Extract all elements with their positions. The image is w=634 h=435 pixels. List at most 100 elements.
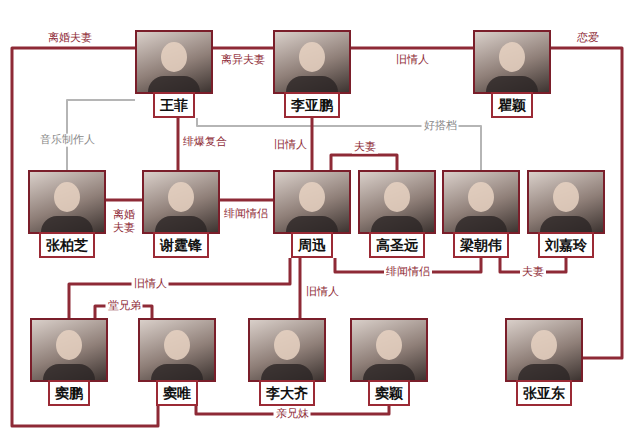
relation-label: 旧情人 [394,54,431,67]
portrait-head [468,182,494,212]
person-card: 梁朝伟 [442,170,520,258]
person-card: 窦鹏 [30,318,108,406]
relation-label: 夫妻 [520,266,546,279]
portrait-photo [442,170,520,234]
portrait-body [286,216,338,232]
name-box: 张亚东 [516,380,572,406]
relation-label: 好搭档 [422,120,459,133]
name-box: 梁朝伟 [453,232,509,258]
relation-label: 离婚夫妻 [110,209,138,234]
person-card: 窦唯 [138,318,216,406]
relation-line [299,258,302,318]
relation-label: 旧情人 [272,139,309,152]
portrait-head [168,182,194,212]
person-card: 李大齐 [248,318,326,406]
person-name: 高圣远 [376,237,418,254]
person-card: 瞿颖 [473,30,551,118]
portrait-photo [135,30,213,94]
portrait-head [164,330,190,360]
relation-label: 绯闻情侣 [222,208,270,221]
name-box: 瞿颖 [491,92,533,118]
relation-label: 离异夫妻 [219,54,267,67]
portrait-head [553,182,579,212]
person-name: 窦鹏 [55,385,83,402]
person-name: 李亚鹏 [291,97,333,114]
name-box: 李大齐 [259,380,315,406]
portrait-head [56,330,82,360]
name-box: 张柏芝 [39,232,95,258]
person-card: 高圣远 [358,170,436,258]
person-name: 周迅 [298,237,326,254]
relation-line [213,47,273,50]
portrait-head [161,42,187,72]
portrait-body [41,216,93,232]
portrait-head [54,182,80,212]
person-card: 窦颖 [350,318,428,406]
portrait-photo [527,170,605,234]
person-name: 窦唯 [163,385,191,402]
name-box: 谢霆锋 [153,232,209,258]
person-card: 张亚东 [505,318,583,406]
relation-label: 离婚夫妻 [46,32,94,45]
relation-label: 旧情人 [304,286,341,299]
portrait-photo [142,170,220,234]
relation-label: 恋爱 [575,32,601,45]
portrait-photo [350,318,428,382]
person-name: 瞿颖 [498,97,526,114]
portrait-body [486,76,538,92]
portrait-photo [358,170,436,234]
person-name: 谢霆锋 [160,237,202,254]
name-box: 周迅 [291,232,333,258]
name-box: 王菲 [153,92,195,118]
person-name: 李大齐 [266,385,308,402]
relation-line [220,199,273,202]
portrait-head [274,330,300,360]
name-box: 刘嘉玲 [538,232,594,258]
name-box: 窦颖 [368,380,410,406]
portrait-body [43,364,95,380]
relation-line [177,118,180,170]
portrait-photo [273,30,351,94]
relation-label: 堂兄弟 [106,300,143,313]
relation-line [12,48,158,426]
relation-line [331,155,397,170]
name-box: 李亚鹏 [284,92,340,118]
portrait-head [299,42,325,72]
portrait-photo [138,318,216,382]
person-name: 刘嘉玲 [545,237,587,254]
portrait-body [363,364,415,380]
name-box: 窦鹏 [48,380,90,406]
relation-label: 夫妻 [352,141,378,154]
portrait-head [499,42,525,72]
relation-label: 旧情人 [132,278,169,291]
relation-line [106,199,142,202]
gray-relation-line [197,118,481,170]
portrait-photo [505,318,583,382]
portrait-head [531,330,557,360]
portrait-photo [248,318,326,382]
person-name: 窦颖 [375,385,403,402]
relation-label: 音乐制作人 [38,134,97,147]
portrait-body [155,216,207,232]
person-card: 刘嘉玲 [527,170,605,258]
portrait-body [151,364,203,380]
portrait-body [455,216,507,232]
portrait-head [299,182,325,212]
person-card: 李亚鹏 [273,30,351,118]
name-box: 高圣远 [369,232,425,258]
relation-label: 绯闻情侣 [384,266,432,279]
portrait-body [286,76,338,92]
portrait-head [376,330,402,360]
name-box: 窦唯 [156,380,198,406]
relation-line [69,258,290,318]
portrait-body [148,76,200,92]
portrait-body [540,216,592,232]
relation-label: 绯爆复合 [181,136,229,149]
person-name: 梁朝伟 [460,237,502,254]
portrait-body [261,364,313,380]
portrait-photo [473,30,551,94]
person-card: 王菲 [135,30,213,118]
person-name: 王菲 [160,97,188,114]
person-card: 谢霆锋 [142,170,220,258]
